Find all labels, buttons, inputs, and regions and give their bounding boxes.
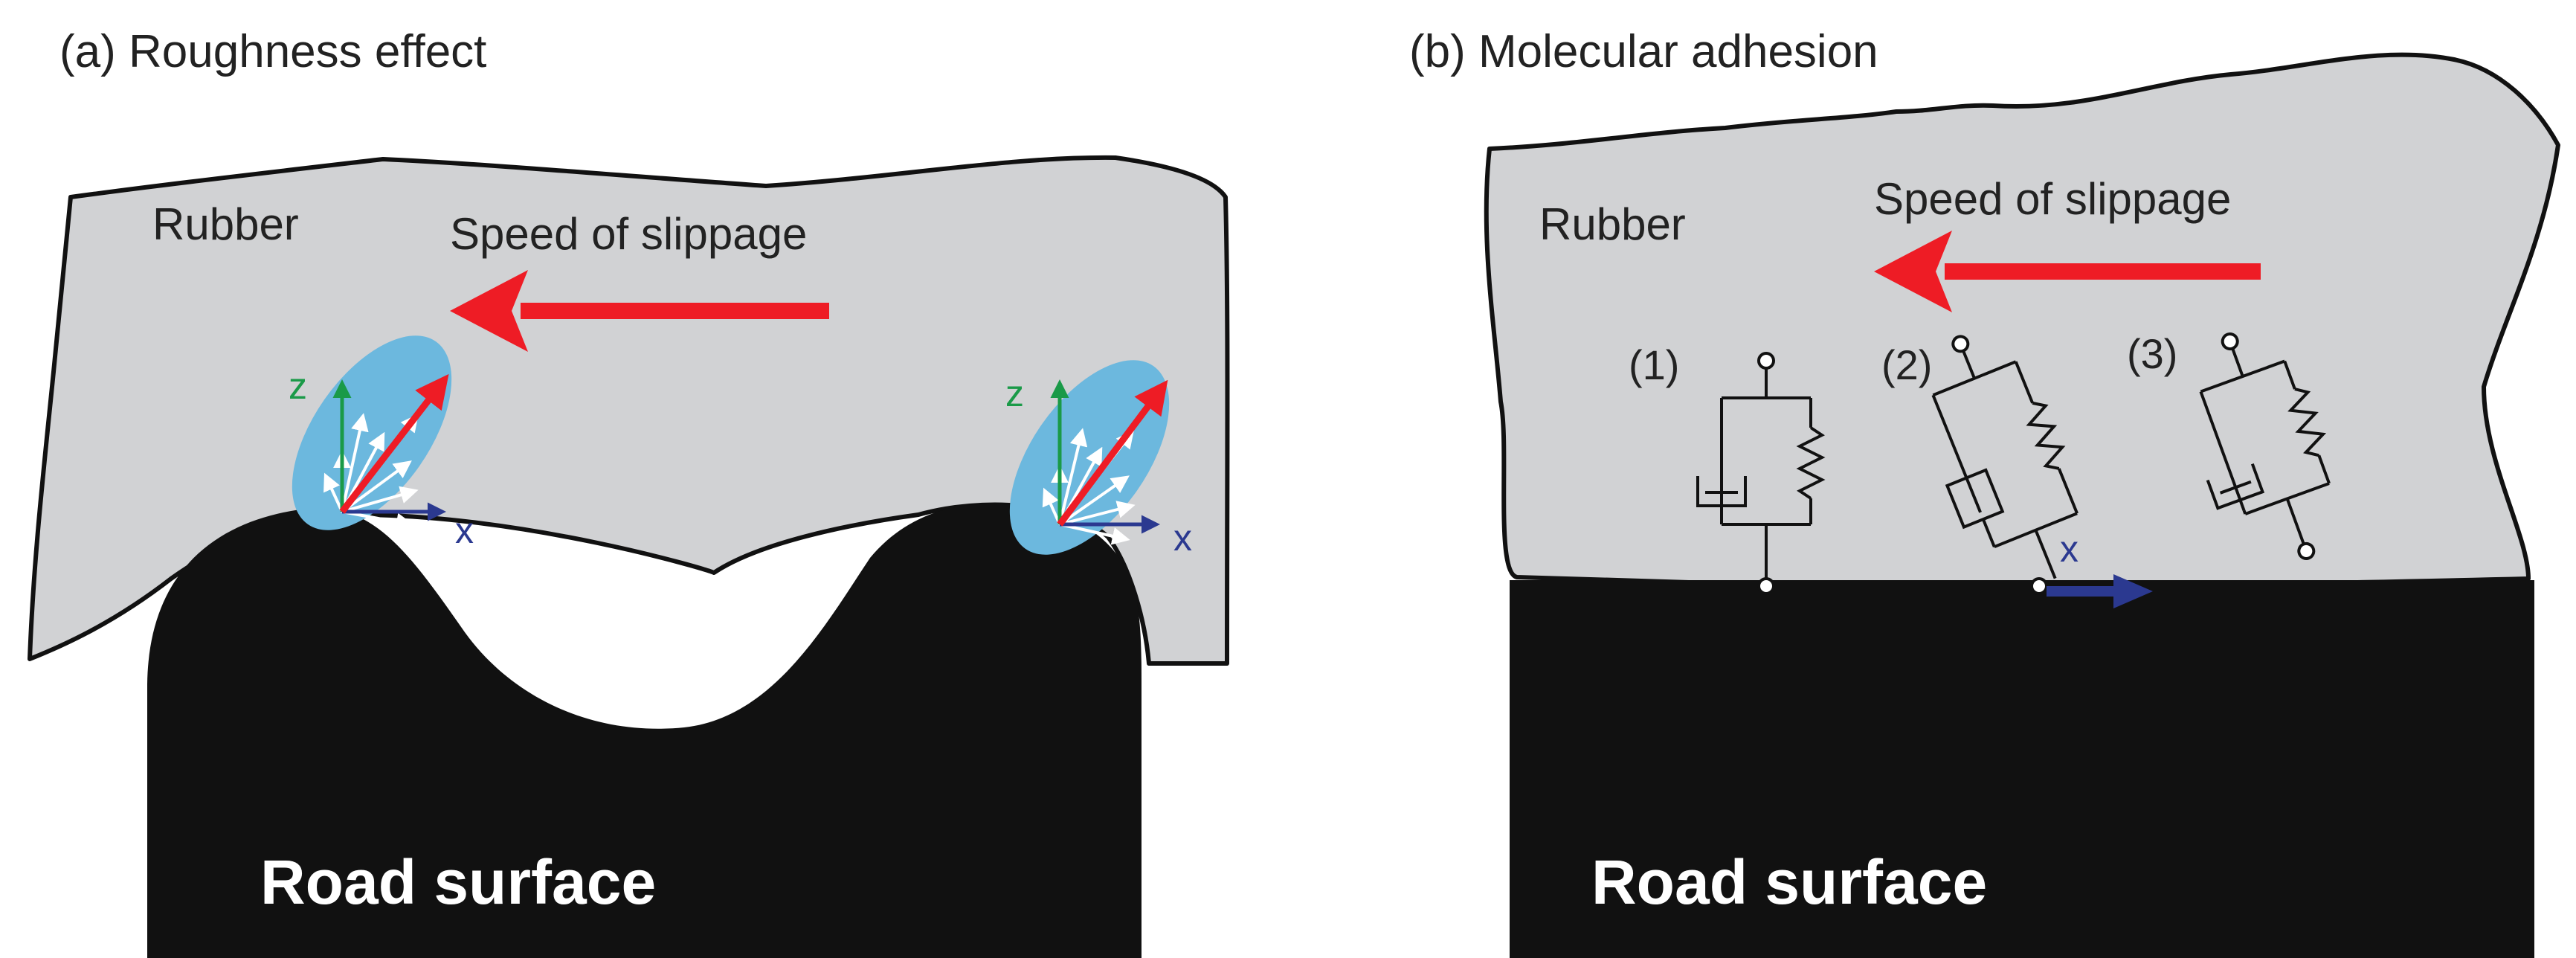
chain-label-1: (1): [1629, 341, 1679, 388]
road-anchor-node: [2030, 577, 2048, 595]
dashpot-icon: [2206, 463, 2265, 510]
molecular-chain-2: (2) x: [1881, 335, 2153, 608]
panel-b-slippage-arrow: [1874, 231, 2261, 312]
panel-a-rubber-label: Rubber: [152, 199, 299, 249]
molecular-chain-1: (1): [1629, 341, 1826, 595]
panel-a-contact-2: z x: [1005, 360, 1192, 559]
panel-b: (b) Molecular adhesion Road surface Rubb…: [1409, 26, 2560, 958]
panel-a: (a) Roughness effect Road surface Rubber…: [28, 26, 1230, 958]
panel-b-road-label: Road surface: [1591, 847, 1987, 917]
chain-label-2: (2): [1881, 341, 1932, 388]
spring-icon: [2287, 388, 2327, 457]
spring-icon: [1796, 426, 1826, 500]
panel-a-slippage-label: Speed of slippage: [450, 209, 807, 259]
chain-label-3: (3): [2127, 330, 2177, 377]
panel-a-road-label: Road surface: [260, 847, 656, 917]
panel-b-title: (b) Molecular adhesion: [1409, 26, 1878, 77]
molecular-chain-3: (3): [2127, 330, 2331, 560]
panel-a-slippage-arrow: [450, 270, 829, 352]
free-end-node: [2297, 541, 2316, 560]
panel-a-contact-1: z x: [289, 335, 474, 551]
panel-b-road: [1510, 580, 2534, 958]
z-axis-label: z: [1005, 373, 1024, 414]
z-axis-label: z: [289, 365, 307, 407]
road-anchor-node: [1757, 577, 1775, 595]
x-axis-label: x: [455, 509, 474, 551]
free-end-node: [1757, 352, 1775, 370]
panel-a-road: [147, 504, 1142, 958]
panel-a-title: (a) Roughness effect: [59, 26, 486, 77]
panel-b-slippage-label: Speed of slippage: [1874, 174, 2231, 224]
x-axis-label: x: [2060, 528, 2078, 570]
resultant-force-arrow: [339, 373, 449, 514]
spring-icon: [2026, 401, 2066, 470]
dashpot-icon: [1696, 476, 1747, 507]
panel-b-rubber: [1484, 52, 2560, 590]
resultant-force-arrow: [1057, 379, 1168, 527]
x-axis-label: x: [1173, 517, 1192, 559]
panel-b-rubber-label: Rubber: [1539, 199, 1686, 249]
